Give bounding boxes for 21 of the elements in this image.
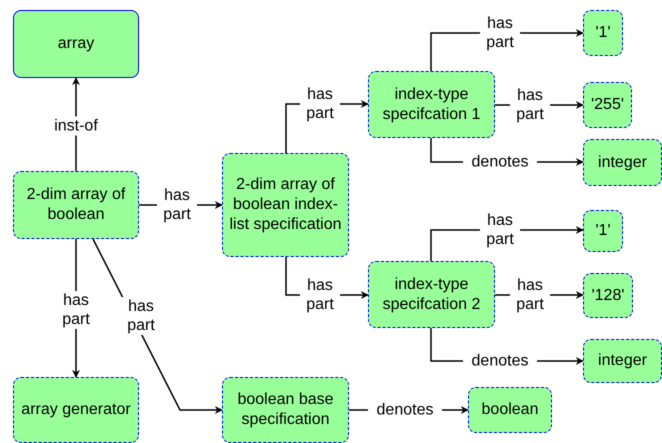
concept-box: 2-dim array of boolean index-list specification <box>222 153 349 257</box>
concept-box: '255' <box>583 82 632 128</box>
edge-label: has part <box>300 276 340 314</box>
concept-box: index-type specifcation 2 <box>368 261 495 328</box>
concept-box: '1' <box>583 210 623 252</box>
concept-box: 2-dim array of boolean <box>13 171 139 239</box>
concept-box: array generator <box>13 377 139 443</box>
concept-box: '1' <box>583 10 623 56</box>
concept-box: integer <box>583 339 662 383</box>
concept-box: boolean base specification <box>222 377 349 443</box>
edge-label: has part <box>157 186 197 224</box>
concept-box: boolean <box>468 387 552 433</box>
concept-box: '128' <box>583 273 633 318</box>
edge-label: has part <box>480 14 520 52</box>
edge-label: has part <box>510 276 550 314</box>
edge-label: has part <box>480 211 520 249</box>
concept-box: array <box>13 10 139 78</box>
concept-box: index-type specifcation 1 <box>368 71 495 138</box>
concept-box: integer <box>583 139 662 186</box>
edge-label: has part <box>300 85 340 123</box>
edge-label: has part <box>510 86 550 124</box>
